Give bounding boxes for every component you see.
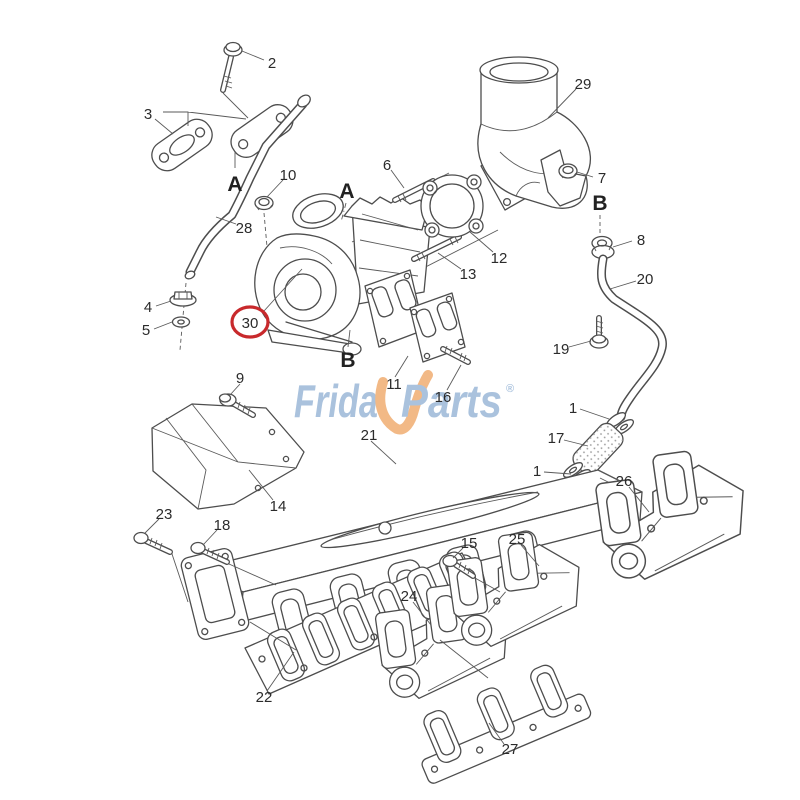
nut-8: [591, 215, 615, 260]
callout-28: 28: [236, 220, 253, 237]
callout-7: 7: [598, 170, 606, 187]
stud-16: [440, 345, 471, 365]
gasket-12: [420, 174, 484, 238]
callout-17: 17: [548, 430, 565, 447]
callout-5: 5: [142, 322, 150, 339]
callout-18: 18: [214, 517, 231, 534]
gasket-3: [151, 118, 213, 172]
nut-4: [169, 282, 197, 351]
callout-13: 13: [460, 266, 477, 283]
elbow-pad: [540, 149, 587, 207]
callout-12: 12: [491, 250, 508, 267]
brand-watermark: Frida Parts ®: [294, 370, 514, 435]
callout-14: 14: [270, 498, 287, 515]
callout-10: 10: [280, 167, 297, 184]
nut-7: [558, 163, 578, 179]
callout-26: 26: [616, 473, 633, 490]
heat-shield-14: [151, 403, 305, 510]
callout-16: 16: [435, 389, 452, 406]
callout-21: 21: [361, 427, 378, 444]
exhaust-gasket-27: [420, 661, 592, 784]
highlight-ring-30: [230, 268, 303, 339]
bolt-19: [589, 315, 609, 349]
view-label-a-turbo: A: [339, 180, 354, 203]
callout-15: 15: [461, 535, 478, 552]
callout-22: 22: [256, 689, 273, 706]
callout-29: 29: [575, 76, 592, 93]
callout-19: 19: [553, 341, 570, 358]
registered-mark: ®: [506, 383, 514, 395]
callout-3: 3: [144, 106, 152, 123]
view-label-b-turbo: B: [340, 349, 355, 372]
bolt-2: [220, 41, 249, 119]
gasket-11: [409, 292, 466, 363]
callout-9: 9: [236, 370, 244, 387]
exhaust-manifold-section-26: [591, 443, 755, 585]
callout-8: 8: [637, 232, 645, 249]
callout-24: 24: [401, 588, 418, 605]
brand-text-right: Parts: [401, 375, 502, 427]
callout-1-lower: 1: [533, 463, 541, 480]
callout-4: 4: [144, 299, 152, 316]
oil-supply-tube-20: [596, 254, 667, 422]
brand-swoosh-icon: [375, 370, 433, 435]
washer-5: [171, 316, 191, 328]
callout-23: 23: [156, 506, 173, 523]
callout-25: 25: [509, 531, 526, 548]
bolt-18: [190, 541, 277, 586]
callout-2: 2: [268, 55, 276, 72]
bolt-15: [442, 554, 501, 593]
view-label-a-top: A: [227, 173, 242, 196]
callout-6: 6: [383, 157, 391, 174]
view-label-b-pipe: B: [592, 192, 607, 215]
callout-labels: 2 3 A 28 10 A 6 29 7 B 8 20 12 13 19 4 5…: [142, 55, 654, 758]
brand-text-left: Frida: [294, 375, 378, 427]
stud-13: [411, 234, 462, 262]
leader-lines: [144, 50, 650, 745]
callout-20: 20: [637, 271, 654, 288]
callout-1-upper: 1: [569, 400, 577, 417]
callout-30: 30: [242, 315, 259, 332]
oil-drain-tube-28: [184, 94, 311, 280]
alignment-line-27: [439, 639, 489, 679]
bolt-9: [218, 393, 256, 418]
callout-27: 27: [502, 741, 519, 758]
intake-manifold-21: [180, 469, 643, 646]
bolt-23: [133, 531, 189, 603]
turbocharger: [254, 193, 431, 356]
callout-11: 11: [386, 376, 402, 393]
